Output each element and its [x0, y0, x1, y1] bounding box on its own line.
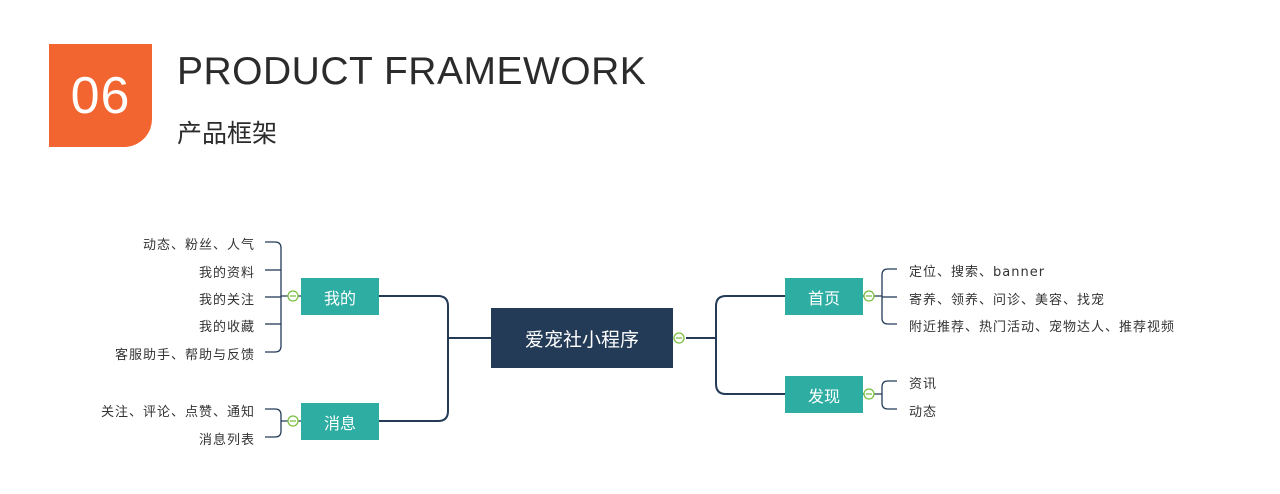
- leaf-node[interactable]: 我的收藏: [198, 320, 255, 335]
- leaf-node[interactable]: 我的资料: [198, 266, 255, 281]
- mindmap-root-node[interactable]: 爱宠社小程序: [491, 308, 673, 368]
- leaf-node[interactable]: 动态: [909, 405, 938, 420]
- leaf-node[interactable]: 我的关注: [198, 293, 255, 308]
- branch-node-wode[interactable]: 我的: [301, 278, 379, 315]
- connector-root-xiaoxi: [379, 338, 449, 422]
- section-number-badge: 06: [49, 44, 152, 147]
- branch-node-faxian[interactable]: 发现: [785, 376, 863, 413]
- page-title: PRODUCT FRAMEWORK: [177, 50, 647, 93]
- page-subtitle: 产品框架: [177, 119, 278, 148]
- leaf-node[interactable]: 寄养、领养、问诊、美容、找宠: [909, 293, 1106, 308]
- branch-node-xiaoxi[interactable]: 消息: [301, 403, 379, 440]
- leaf-node[interactable]: 关注、评论、点赞、通知: [100, 405, 255, 420]
- leaf-node[interactable]: 客服助手、帮助与反馈: [114, 348, 255, 363]
- branch-node-shouye[interactable]: 首页: [785, 278, 863, 315]
- connector-root-shouye: [686, 295, 785, 339]
- leaf-node[interactable]: 动态、粉丝、人气: [142, 238, 255, 253]
- connector-root-faxian: [715, 338, 785, 395]
- leaf-node[interactable]: 定位、搜索、banner: [909, 265, 1046, 280]
- connector-root-wode: [379, 295, 491, 339]
- leaf-node[interactable]: 资讯: [909, 377, 938, 392]
- leaf-node[interactable]: 附近推荐、热门活动、宠物达人、推荐视频: [909, 320, 1176, 335]
- leaf-node[interactable]: 消息列表: [198, 433, 255, 448]
